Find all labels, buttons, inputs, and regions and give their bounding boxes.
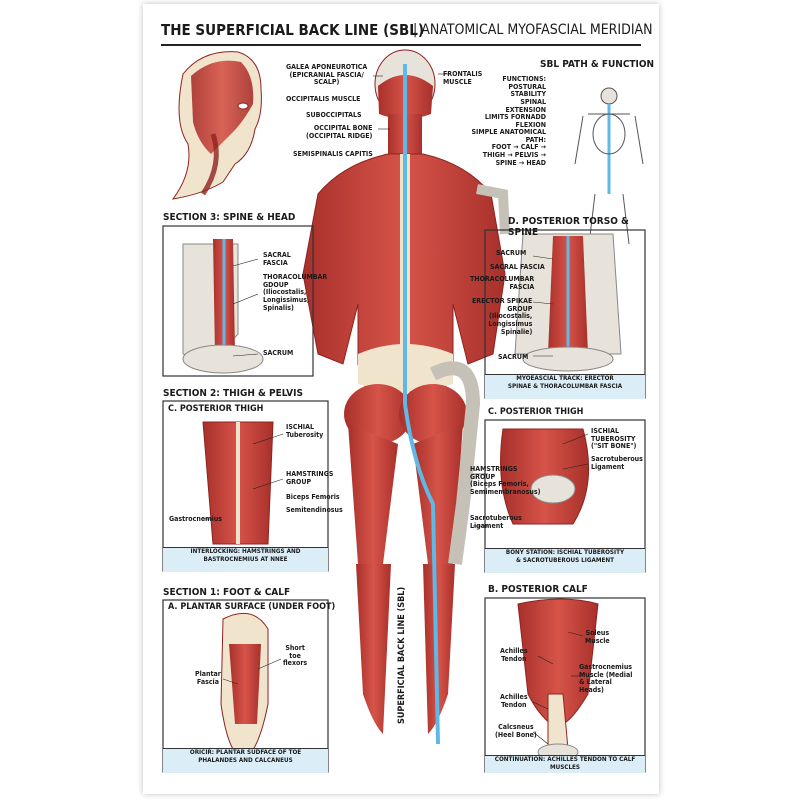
central-figure: [302, 49, 510, 745]
label-biceps-femoris: Biceps Femoris: [286, 493, 340, 501]
section-d-heading: D. POSTERIOR TORSO & SPINE: [508, 216, 629, 238]
label-sacrum: SACRUM: [263, 349, 294, 357]
torso-box-art: [514, 233, 622, 372]
right-thigh-art: [500, 428, 590, 525]
poster-title: THE SUPERFICIAL BACK LINE (SBL): [161, 21, 425, 39]
calf-art: [517, 598, 599, 761]
label-thoracolumbar-group: THORACOLUMBAR GDOUP (Iliocostalis, Longi…: [263, 273, 328, 312]
right-thigh-caption: BONY STATION: ISCHIAL TUBEROSITY & SACRO…: [485, 548, 645, 573]
calf-heading: B. POSTERIOR CALF: [488, 584, 588, 595]
label-sacrum-bottom: SACRUM: [498, 353, 529, 361]
vertical-sbl-label: SUPERFICIAL BACK LINE (SBL): [397, 586, 407, 724]
section1-heading: SECTION 1: FOOT & CALF: [163, 587, 291, 598]
label-gastrocnemius-left: Gastrocnemius: [169, 515, 223, 523]
label-occipitalis: OCCIPITALIS MUSCLE: [286, 95, 361, 103]
anatomical-path-text: SIMPLE ANATOMICAL PATH: FOOT → CALF → TH…: [471, 128, 546, 167]
label-hamstrings-left: HAMSTRINGS GROUP: [286, 470, 334, 486]
left-thigh-art: [202, 421, 274, 545]
section2-heading: SECTION 2: THIGH & PELVIS: [163, 388, 303, 399]
plantar-heading: A. PLANTAR SURFACE (UNDER FOOT): [168, 602, 336, 612]
label-soleus: Soleus Muscle: [585, 629, 610, 645]
label-semitendinosus: Semitendinosus: [286, 506, 343, 514]
section3-heading: SECTION 3: SPINE & HEAD: [163, 212, 296, 223]
label-thoracolumbar-fascia: THORACOLUMBAR FASCIA: [470, 275, 535, 291]
torso-caption: MYOEASCIAL TRACK: ERECTOR SPINAE & THORA…: [485, 374, 645, 399]
title-rule: [161, 44, 641, 46]
head-illustration: [171, 51, 262, 200]
poster: THE SUPERFICIAL BACK LINE (SBL) | ANATOM…: [143, 4, 659, 794]
label-achilles-2: Achilles Tendon: [500, 693, 528, 709]
spine-box-art: [182, 239, 264, 374]
label-occipital-bone: OCCIPITAL BONE (OCCIPITAL RIDGE): [306, 124, 373, 140]
label-erector-spinae: ERECTOR SPIKAE GROUP (Iliocostalis, Long…: [472, 297, 533, 336]
label-semispinalis: SEMISPINALIS CAPITIS: [293, 150, 373, 158]
label-ischial-tuberosity-right: ISCHIAL TUBEROSITY ("SIT BONE"): [591, 427, 637, 451]
label-sacrotuberous-center: Sacrotuberous Ligament: [470, 514, 522, 530]
label-frontalis: FRONTALIS MUSCLE: [443, 70, 483, 86]
label-ischial-tuberosity-left: ISCHIAL Tuberosity: [286, 423, 324, 439]
path-function-heading: SBL PATH & FUNCTION: [540, 59, 655, 70]
label-sacral-fascia: SACRAL FASCIA: [263, 251, 291, 267]
left-thigh-caption: INTERLOCKING: HAMSTRINGS AND BASTROCNEMI…: [163, 547, 328, 572]
label-plantar-fascia: Plantar Fascia: [195, 670, 221, 686]
label-sacrum-top: SACRUM: [496, 249, 527, 257]
label-achilles-1: Achilles Tendon: [500, 647, 528, 663]
label-sacrotuberous-right: Sacrotuberous Ligament: [591, 455, 643, 471]
left-thigh-heading: C. POSTERIOR THIGH: [168, 404, 264, 414]
label-sacral-fascia-d: SACRAL FASCIA: [490, 263, 545, 271]
skeleton-thumbnail: [574, 87, 644, 245]
calf-caption: CONTINUATION: ACHILLES TENDON TO CALF MU…: [485, 755, 645, 773]
label-short-toe-flexors: Short toe flexors: [283, 644, 308, 668]
label-galea: GALEA APONEUROTICA (EPICRANIAL FASCIA/ S…: [286, 63, 368, 87]
poster-subtitle: | ANATOMICAL MYOFASCIAL MERIDIAN: [413, 22, 653, 38]
label-gastrocnemius-right: Gastrocnemius Muscle (Medial & Lateral H…: [579, 663, 633, 695]
right-thigh-heading: C. POSTERIOR THIGH: [488, 407, 584, 417]
functions-text: FUNCTIONS: POSTURAL STABILITY SPINAL EXT…: [484, 75, 546, 130]
label-hamstrings-center: HAMSTRINGS GROUP (Biceps Femoris, Semime…: [470, 465, 541, 497]
label-suboccipitals: SUBOCCIPITALS: [306, 111, 362, 119]
foot-caption: ORICIR: PLANTAR SUDFACE OF TOE PHALANDES…: [163, 748, 328, 773]
label-calcaneus: Calcsneus (Heel Bone): [495, 723, 537, 739]
foot-art: [220, 612, 269, 760]
illustration: [162, 49, 646, 773]
